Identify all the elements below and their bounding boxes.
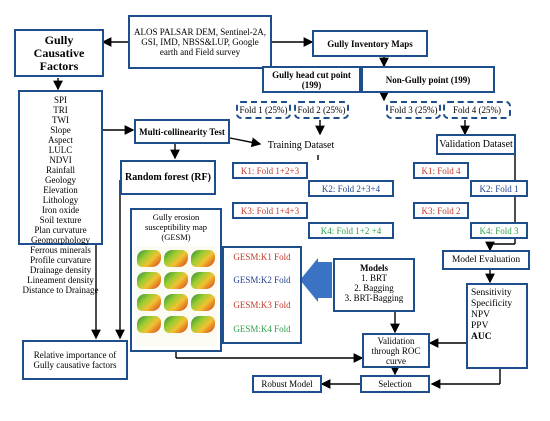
factor-item: Aspect <box>48 135 73 145</box>
model-item: 3. BRT-Bagging <box>344 293 404 303</box>
metric-item: Specificity <box>471 299 513 309</box>
factor-item: Geology <box>45 175 76 185</box>
validation-k2-box: K2: Fold 1 <box>470 180 528 197</box>
fold-2-box: Fold 2 (25%) <box>294 101 349 119</box>
roc-validation-box: Validation through ROC curve <box>362 333 430 368</box>
training-k2-box: K2: Fold 2+3+4 <box>308 180 394 197</box>
model-item: 2. Bagging <box>354 283 394 293</box>
factor-item: Drainage density <box>29 265 92 275</box>
factor-item: Distance to Drainage <box>22 285 99 295</box>
multicollinearity-test-box: Multi-collinearity Test <box>134 119 230 144</box>
validation-k3-box: K3: Fold 2 <box>413 202 469 219</box>
factor-item: TWI <box>52 115 69 125</box>
model-item: 1. BRT <box>361 273 387 283</box>
training-k3-box: K3: Fold 1+4+3 <box>232 202 308 219</box>
validation-k1-box: K1: Fold 4 <box>413 162 469 179</box>
gesm-map-thumbnails <box>135 246 217 346</box>
metric-item: Sensitivity <box>471 288 512 298</box>
causative-factor-list: SPI TRI TWI Slope Aspect LULC NDVI Rainf… <box>18 90 103 295</box>
metric-item-auc: AUC <box>471 332 492 342</box>
models-title: Models <box>360 263 388 273</box>
gesm-k1-label: GESM:K1 Fold <box>233 252 291 262</box>
gesm-k-panel <box>222 246 302 344</box>
robust-model-box: Robust Model <box>252 375 322 393</box>
training-dataset-label: Training Dataset <box>267 140 335 151</box>
relative-importance-box: Relative importance of Gully causative f… <box>22 340 128 380</box>
metrics-box: Sensitivity Specificity NPV PPV AUC <box>466 283 528 369</box>
factor-item: SPI <box>53 95 67 105</box>
factor-item: Plan curvature <box>34 225 87 235</box>
factor-item: Ferrous minerals <box>30 245 91 255</box>
factor-item: LULC <box>48 145 73 155</box>
factor-item: Elevation <box>43 185 78 195</box>
models-box: Models 1. BRT 2. Bagging 3. BRT-Bagging <box>333 258 415 312</box>
models-to-gesm-arrow <box>300 258 318 302</box>
data-sources-box: ALOS PALSAR DEM, Sentinel-2A, GSI, IMD, … <box>128 15 272 69</box>
training-k4-box: K4: Fold 1+2 +4 <box>308 222 394 239</box>
gesm-k2-label: GESM:K2 Fold <box>233 275 291 285</box>
validation-k4-box: K4: Fold 3 <box>470 222 528 239</box>
non-gully-point-box: Non-Gully point (199) <box>361 66 495 93</box>
validation-dataset-box: Validation Dataset <box>436 134 516 155</box>
factor-item: Rainfall <box>46 165 75 175</box>
gully-head-cut-point-box: Gully head cut point (199) <box>262 66 361 93</box>
metric-item: NPV <box>471 310 491 320</box>
model-evaluation-box: Model Evaluation <box>442 250 530 270</box>
factor-item: Geomorphology <box>31 235 90 245</box>
factor-item: Profile curvature <box>30 255 91 265</box>
factor-item: Slope <box>50 125 71 135</box>
factor-item: Iron oxide <box>41 205 80 215</box>
fold-1-box: Fold 1 (25%) <box>236 101 291 119</box>
gesm-k4-label: GESM:K4 Fold <box>233 324 291 334</box>
gesm-title: Gully erosion susceptibility map (GESM) <box>144 212 208 242</box>
factor-item: Soil texture <box>39 215 82 225</box>
factor-item: Lineament density <box>27 275 94 285</box>
factor-item: Lithology <box>42 195 79 205</box>
selection-box: Selection <box>360 375 430 393</box>
training-k1-box: K1: Fold 1+2+3 <box>232 162 308 179</box>
factor-item: NDVI <box>49 155 72 165</box>
gesm-k3-label: GESM:K3 Fold <box>233 300 291 310</box>
gully-inventory-maps-box: Gully Inventory Maps <box>312 30 428 57</box>
factor-item: TRI <box>53 105 68 115</box>
random-forest-box: Random forest (RF) <box>120 160 216 195</box>
fold-4-box: Fold 4 (25%) <box>443 101 511 119</box>
fold-3-box: Fold 3 (25%) <box>386 101 441 119</box>
metric-item: PPV <box>471 321 489 331</box>
